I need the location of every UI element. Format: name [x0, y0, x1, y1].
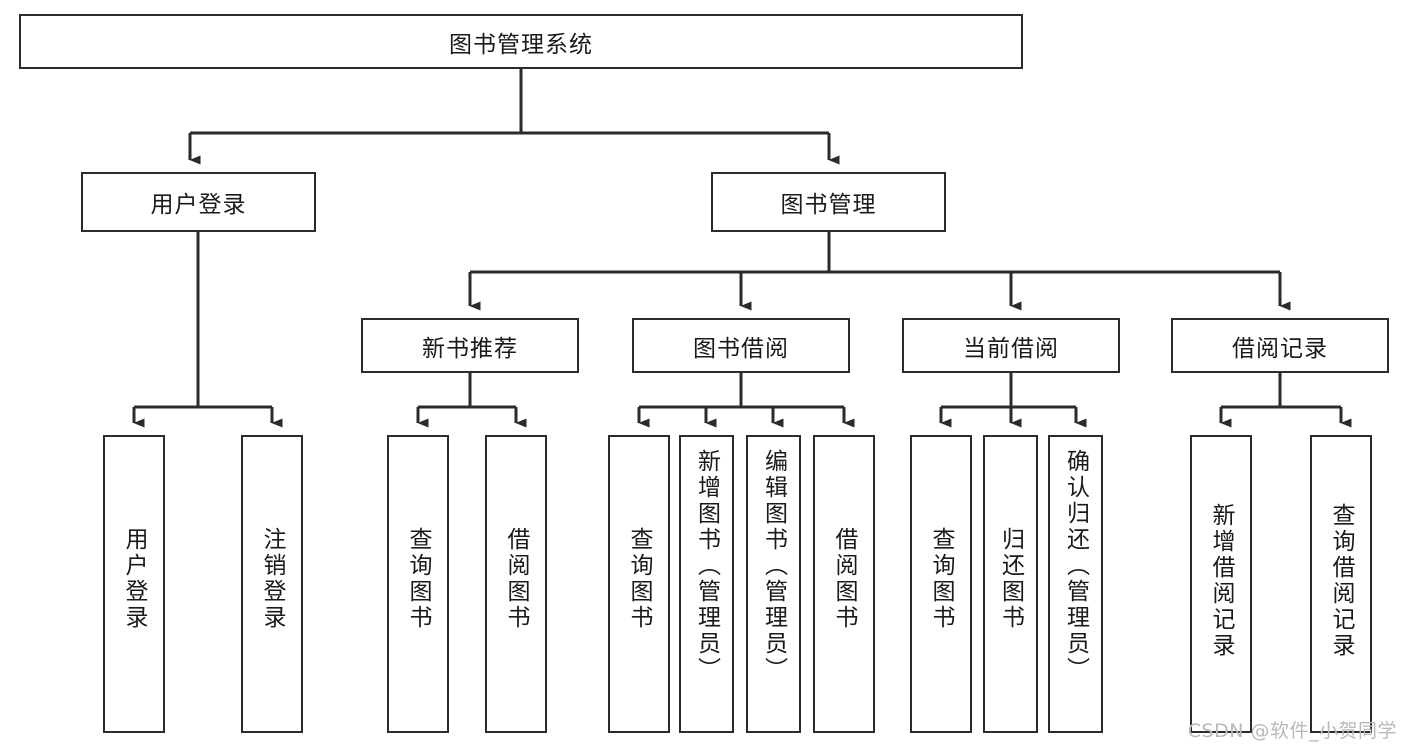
leaf-add-book-admin[interactable]: 新增图书（管理员）	[679, 435, 734, 733]
leaf-label: 查询图书	[405, 527, 432, 631]
node-book-borrow[interactable]: 图书借阅	[632, 318, 850, 373]
leaf-query-books-borrow[interactable]: 查询图书	[608, 435, 670, 733]
leaf-logout[interactable]: 注销登录	[241, 435, 303, 733]
leaf-label: 用户登录	[121, 527, 148, 631]
leaf-label: 查询图书	[928, 527, 955, 631]
watermark-text: CSDN @软件_小贺同学	[1187, 720, 1397, 742]
leaf-edit-book-admin[interactable]: 编辑图书（管理员）	[746, 435, 801, 733]
node-root-library-system[interactable]: 图书管理系统	[19, 14, 1023, 69]
leaf-label: 借阅图书	[831, 527, 858, 631]
leaf-query-borrow-record[interactable]: 查询借阅记录	[1310, 435, 1372, 733]
leaf-label: 新增借阅记录	[1208, 503, 1235, 659]
leaf-user-login[interactable]: 用户登录	[103, 435, 165, 733]
leaf-confirm-return-admin[interactable]: 确认归还（管理员）	[1048, 435, 1103, 733]
node-current-borrow[interactable]: 当前借阅	[902, 318, 1120, 373]
node-book-management[interactable]: 图书管理	[711, 172, 946, 232]
leaf-query-books-recommend[interactable]: 查询图书	[387, 435, 449, 733]
leaf-query-books-current[interactable]: 查询图书	[910, 435, 972, 733]
node-label: 当前借阅	[963, 335, 1059, 362]
node-label: 新书推荐	[422, 335, 518, 362]
leaf-return-books[interactable]: 归还图书	[983, 435, 1038, 733]
leaf-label: 查询图书	[626, 527, 653, 631]
leaf-label: 借阅图书	[503, 527, 530, 631]
node-borrow-records[interactable]: 借阅记录	[1171, 318, 1389, 373]
leaf-borrow-books-recommend[interactable]: 借阅图书	[485, 435, 547, 733]
leaf-label: 注销登录	[259, 527, 286, 631]
node-label: 借阅记录	[1232, 335, 1328, 362]
leaf-label: 归还图书	[997, 527, 1024, 631]
node-label: 图书借阅	[693, 335, 789, 362]
node-label: 图书管理系统	[449, 31, 593, 58]
node-new-book-recommend[interactable]: 新书推荐	[361, 318, 579, 373]
node-label: 用户登录	[150, 192, 247, 218]
leaf-add-borrow-record[interactable]: 新增借阅记录	[1190, 435, 1252, 733]
leaf-borrow-books[interactable]: 借阅图书	[813, 435, 875, 733]
node-user-login[interactable]: 用户登录	[81, 172, 316, 232]
node-label: 图书管理	[780, 192, 877, 218]
leaf-label: 查询借阅记录	[1328, 503, 1355, 659]
leaf-label: 确认归还（管理员）	[1062, 449, 1089, 683]
leaf-label: 编辑图书（管理员）	[760, 449, 787, 683]
leaf-label: 新增图书（管理员）	[693, 449, 720, 683]
